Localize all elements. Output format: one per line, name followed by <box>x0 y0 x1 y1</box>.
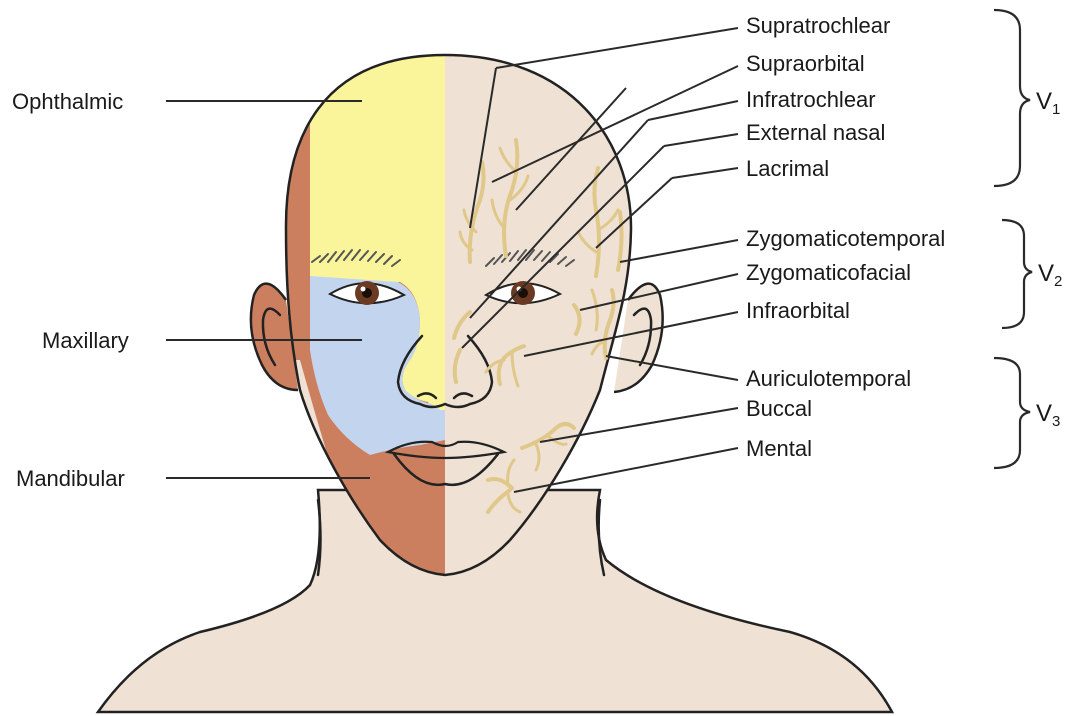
supratrochlear-leader <box>496 28 738 68</box>
zygomaticotemporal-label: Zygomaticotemporal <box>746 226 945 251</box>
buccal-label: Buccal <box>746 396 812 421</box>
v2-bracket <box>1002 220 1032 328</box>
mandibular-label: Mandibular <box>16 466 125 491</box>
infratrochlear-label: Infratrochlear <box>746 87 876 112</box>
supraorbital-label: Supraorbital <box>746 51 865 76</box>
external-nasal-leader <box>664 134 738 146</box>
zygomaticofacial-label: Zygomaticofacial <box>746 260 911 285</box>
auriculotemporal-label: Auriculotemporal <box>746 366 911 391</box>
lacrimal-label: Lacrimal <box>746 156 829 181</box>
v1-bracket <box>994 10 1030 186</box>
maxillary-label: Maxillary <box>42 328 129 353</box>
v2-group-label: V2 <box>1038 260 1062 290</box>
v3-group-label: V3 <box>1036 400 1060 430</box>
ophthalmic-label: Ophthalmic <box>12 89 123 114</box>
infraorbital-label: Infraorbital <box>746 298 850 323</box>
supratrochlear-label: Supratrochlear <box>746 13 890 38</box>
v1-group-label: V1 <box>1036 88 1060 118</box>
v3-bracket <box>994 358 1030 468</box>
infratrochlear-leader <box>648 101 738 120</box>
external-nasal-label: External nasal <box>746 120 885 145</box>
lacrimal-leader <box>672 168 738 178</box>
zygomaticotemporal-leader <box>620 240 738 262</box>
mental-label: Mental <box>746 436 812 461</box>
